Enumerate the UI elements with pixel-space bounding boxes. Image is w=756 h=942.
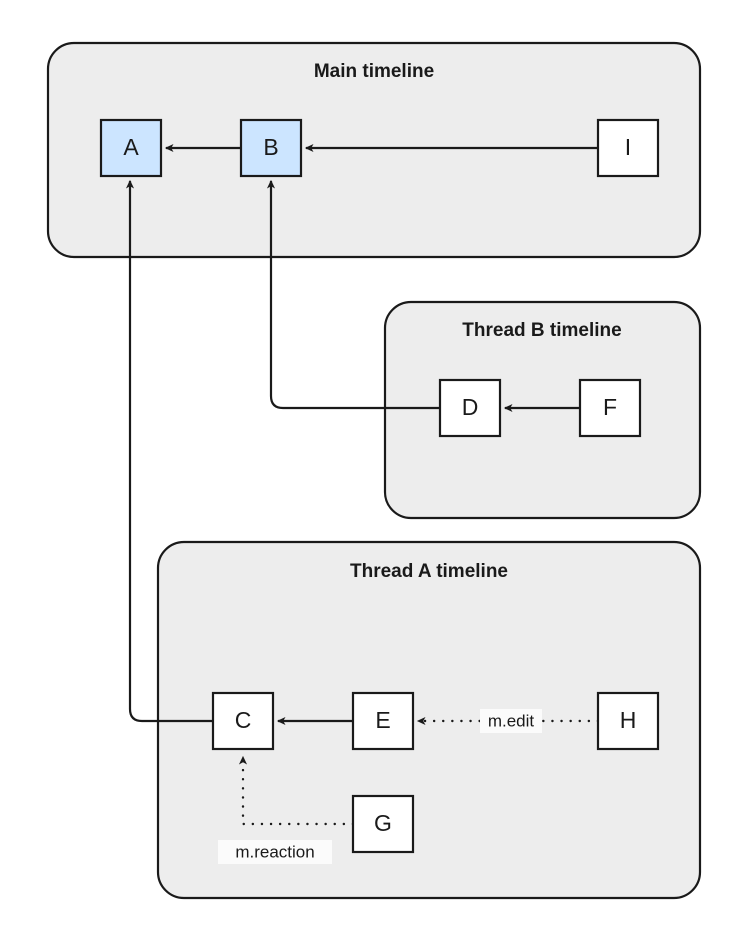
node-b-rect bbox=[239, 118, 303, 178]
panel-thread-b-timeline-rect bbox=[383, 300, 702, 520]
edge-d-to-b bbox=[266, 179, 440, 410]
edge-c-to-a bbox=[125, 179, 213, 723]
node-h[interactable]: H bbox=[596, 691, 660, 751]
node-c-label: C bbox=[235, 707, 252, 733]
edge-label-m-reaction-text: m.reaction bbox=[235, 842, 314, 861]
node-b[interactable]: B bbox=[239, 118, 303, 178]
node-i[interactable]: I bbox=[596, 118, 660, 178]
node-c-rect bbox=[211, 691, 275, 751]
node-g-label: G bbox=[374, 810, 392, 836]
edge-label-m-edit-text: m.edit bbox=[488, 711, 535, 730]
node-d[interactable]: D bbox=[438, 378, 502, 438]
node-a-label: A bbox=[123, 134, 139, 160]
edge-label-m-edit: m.edit bbox=[480, 709, 542, 733]
node-e-label: E bbox=[375, 707, 390, 733]
node-i-rect bbox=[596, 118, 660, 178]
node-i-label: I bbox=[625, 134, 631, 160]
node-a[interactable]: A bbox=[99, 118, 163, 178]
panel-thread-a-timeline-title: Thread A timeline bbox=[350, 561, 508, 582]
node-e-rect bbox=[351, 691, 415, 751]
node-d-rect bbox=[438, 378, 502, 438]
node-f[interactable]: F bbox=[578, 378, 642, 438]
node-h-label: H bbox=[620, 707, 637, 733]
node-e[interactable]: E bbox=[351, 691, 415, 751]
node-c[interactable]: C bbox=[211, 691, 275, 751]
node-g-rect bbox=[351, 794, 415, 854]
panel-thread-b-timeline[interactable]: Thread B timeline bbox=[383, 300, 702, 520]
panel-main-timeline-rect bbox=[46, 41, 702, 259]
panel-main-timeline-title: Main timeline bbox=[314, 61, 434, 82]
panel-group: Main timeline Thread B timeline Thread A… bbox=[46, 41, 702, 900]
node-group: A B I D F C E bbox=[99, 118, 660, 854]
edge-label-m-reaction-bg bbox=[218, 840, 332, 864]
node-d-label: D bbox=[462, 394, 479, 420]
panel-thread-b-timeline-title: Thread B timeline bbox=[462, 320, 621, 341]
node-f-rect bbox=[578, 378, 642, 438]
edge-label-m-reaction: m.reaction bbox=[218, 840, 332, 864]
edge-label-group: m.edit m.reaction bbox=[218, 709, 542, 864]
node-b-label: B bbox=[263, 134, 278, 160]
edge-g-to-c bbox=[238, 755, 355, 826]
node-a-rect bbox=[99, 118, 163, 178]
panel-main-timeline[interactable]: Main timeline bbox=[46, 41, 702, 259]
edge-label-m-edit-bg bbox=[480, 709, 542, 733]
node-f-label: F bbox=[603, 394, 617, 420]
node-h-rect bbox=[596, 691, 660, 751]
node-g[interactable]: G bbox=[351, 794, 415, 854]
